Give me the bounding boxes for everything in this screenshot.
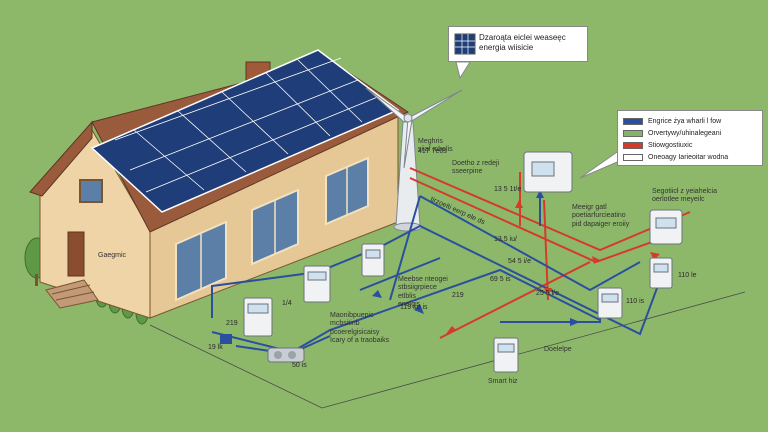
wind-turbine <box>365 87 463 232</box>
meter-box-left <box>243 297 273 337</box>
flow-value: 25 5 l/e <box>536 290 559 297</box>
callout-pointer <box>455 61 471 80</box>
legend-swatch <box>623 153 643 161</box>
flow-value: 1/4 <box>282 300 292 307</box>
meter-box-top <box>361 243 385 277</box>
callout-text: Dzaroąta eiclei weaseęc energia wiisicie <box>479 33 566 53</box>
callout-line1: Dzaroąta eiclei weaseęc <box>479 33 566 42</box>
flow-value: 219 <box>226 320 238 327</box>
flow-arrows <box>372 190 660 334</box>
legend-item: Oneoagy Iarieoitar wodna <box>623 152 728 162</box>
legend-label: Stiowgostiuxic <box>648 141 693 149</box>
smart-device <box>649 209 683 245</box>
flow-value: 19 lk <box>208 344 223 351</box>
legend-item: Orvertywy/uhinalegeani <box>623 128 721 138</box>
meter-box-mid <box>303 265 331 303</box>
legend-box: Engrice żya wharli l fow Orvertywy/uhina… <box>617 110 763 166</box>
legend-label: Engrice żya wharli l fow <box>648 117 722 125</box>
flow-value: 219 <box>452 292 464 299</box>
flow-value: 50 is <box>292 362 307 369</box>
inverter-device <box>523 151 573 193</box>
grid-label: Maonibpuepic mcbsitinb pcoerelgisicaisy … <box>330 312 390 345</box>
flow-value: 110 le <box>678 272 697 279</box>
devices <box>220 151 683 373</box>
inverter-label: Doetho z redeji sseerpine <box>452 160 500 176</box>
grid-meter-device <box>493 337 519 373</box>
flow-value: 110 is <box>626 298 645 305</box>
legend-label: Oneoagy Iarieoitar wodna <box>648 153 729 161</box>
ground-outline <box>149 291 746 409</box>
legend-swatch <box>623 129 643 137</box>
legend-item: Stiowgostiuxic <box>623 140 692 150</box>
legend-item: Engrice żya wharli l fow <box>623 116 721 126</box>
house-label: Gaegmic <box>98 252 127 259</box>
right-meter-2 <box>649 257 673 289</box>
legend-label: Orvertywy/uhinalegeani <box>648 129 722 137</box>
flow-value: 417 7e0s <box>418 148 447 155</box>
flow-value: 119 ko is <box>400 304 428 311</box>
legend-swatch <box>623 117 643 125</box>
legend-pointer <box>579 149 623 179</box>
flow-value: 13 5 1t/e <box>494 186 522 193</box>
grid-connector <box>220 334 232 344</box>
callout-box: Dzaroąta eiclei weaseęc energia wiisicie <box>448 26 588 62</box>
callout-line2: energia wiisicie <box>479 43 534 52</box>
right-meter-1 <box>597 287 623 319</box>
smart-meter-label: Smart hiz <box>488 378 518 385</box>
legend-swatch <box>623 141 643 149</box>
solar-panel-icon <box>454 33 476 55</box>
battery-pack <box>267 347 305 363</box>
flow-value: 54 5 i/e <box>508 258 531 265</box>
smart-device-label: Segotiicł z yeiahelcia oerlotlee meyeilc <box>652 188 717 204</box>
flow-value: 69 5 is <box>490 276 511 283</box>
grid-meter-label: Doelelpe <box>544 346 572 353</box>
solar-panels <box>90 49 400 213</box>
turbine-label: Meghris siiaf mbelis <box>418 138 453 154</box>
storage-label: Meebse nteogei stbsiigrpiece etlblis ene… <box>398 276 448 309</box>
meter-panel-label: Meeigr gatl poetiarfurcieatino pid dapai… <box>572 204 630 228</box>
flow-value: 13.5 iu/ <box>494 236 517 243</box>
